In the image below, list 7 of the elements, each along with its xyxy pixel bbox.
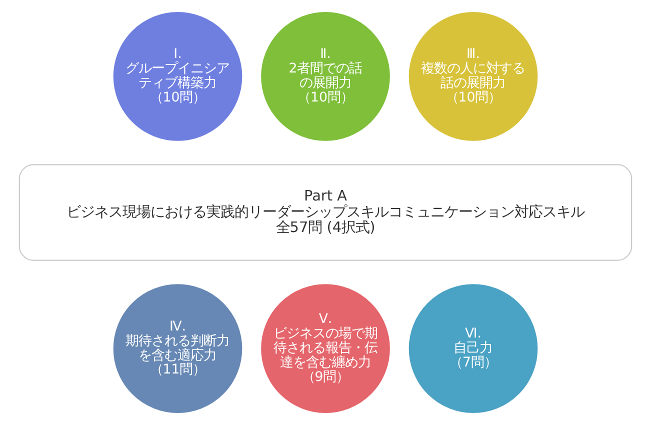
node-box: Part A ビジネス現場における実践的リーダーシップスキルコミュニケーション対応スキル 全57問 (4択式) xyxy=(18,164,632,261)
node-circle: Ⅵ. 自己力 （7問） xyxy=(408,284,538,414)
node-circle: Ⅳ. 期待される判断力を含む適応力 （11問） xyxy=(112,284,242,414)
node-circle: Ⅱ. 2者間での話の展開力 （10問） xyxy=(260,12,390,141)
node-circle: Ⅴ. ビジネスの場で期待される報告・伝達を含む纏め力 （9問） xyxy=(260,284,390,414)
node-circle: Ⅰ. グループイニシアティブ構築力 （10問） xyxy=(112,12,242,141)
node-circle: Ⅲ. 複数の人に対する話の展開力 （10問） xyxy=(408,12,538,141)
